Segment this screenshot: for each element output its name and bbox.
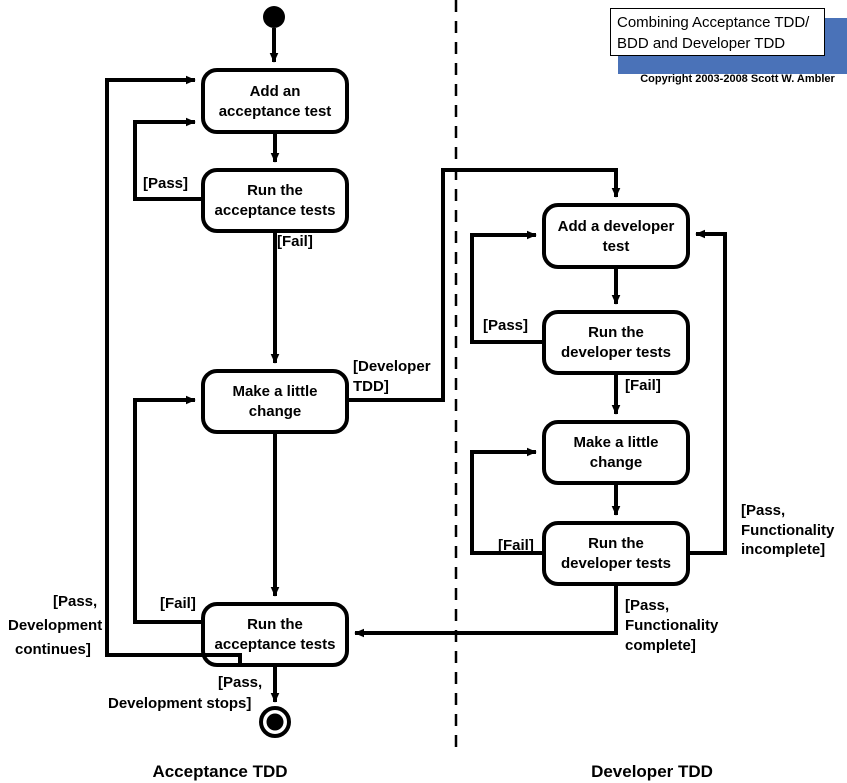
guard-pass-functionality-incomplete-line1: [Pass, [741,502,785,519]
initial-node [263,6,285,28]
guard-acceptance-pass: [Pass] [143,175,188,192]
diagram-title: Combining Acceptance TDD/ BDD and Develo… [617,14,810,52]
node-run-the-developer-tests-bottom[interactable] [542,521,690,586]
guard-pass-functionality-complete-line3: complete] [625,637,696,654]
node-run-acceptance-tests-bottom-line2: acceptance tests [215,636,336,653]
node-make-change-developer-line2: change [590,454,643,471]
guard-pass-development-continues-line2: Development [8,617,102,634]
node-make-a-little-change-developer[interactable] [542,420,690,485]
node-make-change-acceptance-line1: Make a little [232,383,317,400]
guard-acceptance-fail-top: [Fail] [277,233,313,250]
node-run-the-acceptance-tests-top[interactable] [201,168,349,233]
guard-developer-tdd-line1: [Developer [353,358,431,375]
guard-developer-tdd-line2: TDD] [353,378,389,395]
final-node [266,713,284,731]
title-box: Combining Acceptance TDD/ BDD and Develo… [610,8,825,56]
node-run-acceptance-tests-top-line1: Run the [247,182,303,199]
guard-pass-functionality-incomplete-line3: incomplete] [741,541,825,558]
node-make-change-acceptance-line2: change [249,403,302,420]
flow-pass-functionality-complete [354,584,618,638]
node-run-the-developer-tests-top[interactable] [542,310,690,375]
node-add-developer-test-line1: Add a developer [558,218,675,235]
node-run-developer-tests-bottom-line2: developer tests [561,555,671,572]
node-add-an-acceptance-test-line1: Add an [250,83,301,100]
guard-acceptance-fail-bottom: [Fail] [160,595,196,612]
guard-pass-development-continues-line3: continues] [15,641,91,658]
guard-pass-development-continues-line1: [Pass, [53,593,97,610]
node-add-an-acceptance-test[interactable] [201,68,349,134]
guard-developer-pass: [Pass] [483,317,528,334]
node-add-a-developer-test[interactable] [542,203,690,269]
node-run-acceptance-tests-bottom-line1: Run the [247,616,303,633]
guard-developer-fail-bottom: [Fail] [498,537,534,554]
flow-developer-tdd-branch [347,168,621,402]
flow-acceptance-fail-bottom-loop [133,395,203,624]
flow-pass-development-continues [105,75,242,665]
node-run-developer-tests-bottom-line1: Run the [588,535,644,552]
guard-pass-development-stops-line2: Development stops] [108,695,251,712]
flow-pass-functionality-incomplete [688,229,727,555]
guard-developer-fail-top: [Fail] [625,377,661,394]
node-add-an-acceptance-test-line2: acceptance test [219,103,332,120]
node-run-developer-tests-top-line2: developer tests [561,344,671,361]
flow-developer-pass-loop [470,230,544,344]
node-add-developer-test-line2: test [603,238,630,255]
node-make-change-developer-line1: Make a little [573,434,658,451]
copyright-notice: Copyright 2003-2008 Scott W. Ambler [640,73,835,85]
guard-pass-development-stops-line1: [Pass, [218,674,262,691]
node-make-a-little-change-acceptance[interactable] [201,369,349,434]
swimlane-label-acceptance-tdd: Acceptance TDD [152,762,287,781]
node-run-acceptance-tests-top-line2: acceptance tests [215,202,336,219]
node-run-developer-tests-top-line1: Run the [588,324,644,341]
guard-pass-functionality-complete-line1: [Pass, [625,597,669,614]
swimlane-label-developer-tdd: Developer TDD [591,762,713,781]
guard-pass-functionality-incomplete-line2: Functionality [741,522,835,539]
flow-acceptance-pass-loop [133,117,203,201]
flow-developer-fail-bottom-loop [470,447,544,555]
guard-pass-functionality-complete-line2: Functionality [625,617,719,634]
